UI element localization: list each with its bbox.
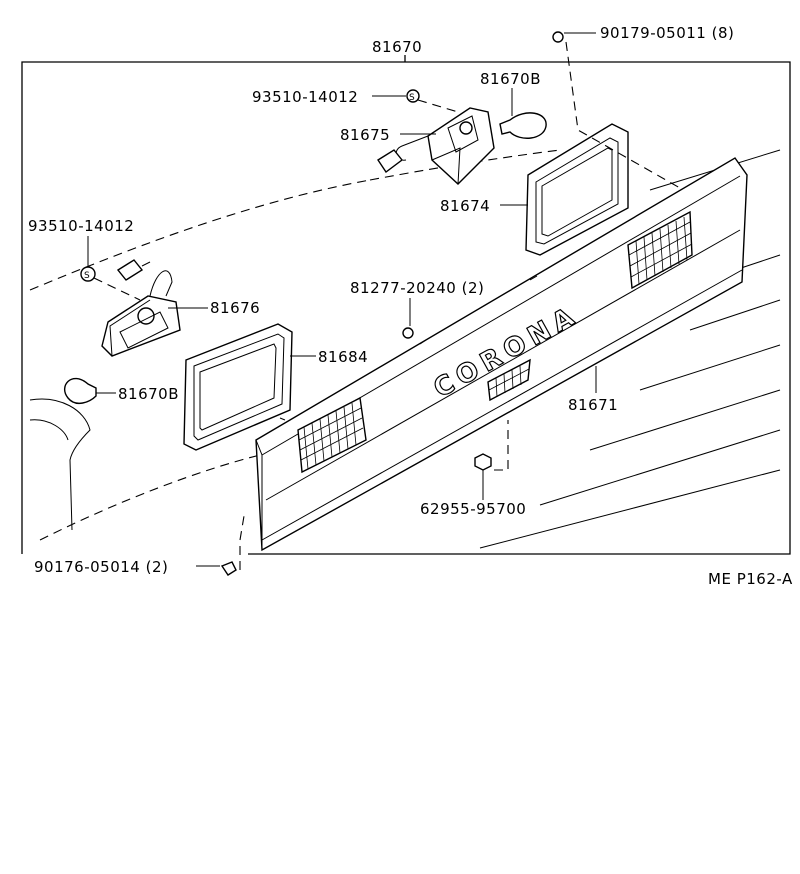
label-bulb-top: 81670B: [480, 70, 541, 88]
gasket-left: [183, 323, 293, 451]
screw: [196, 515, 245, 576]
plug-top: S: [372, 89, 459, 113]
mesh-left: [297, 396, 367, 474]
plug-top-symbol: S: [409, 93, 415, 103]
bulb-left: [63, 377, 116, 405]
label-assembly: 81670: [372, 38, 422, 56]
label-socket-left: 81676: [210, 299, 260, 317]
label-bolt-top: 90179-05011 (8): [600, 24, 734, 42]
label-plug-top: 93510-14012: [252, 88, 358, 106]
clip: [279, 275, 538, 421]
plug-left-symbol: S: [84, 271, 90, 281]
label-socket-top: 81675: [340, 126, 390, 144]
mesh-center: [487, 358, 531, 402]
bulb-top: [499, 88, 547, 139]
label-clip: 81277-20240 (2): [350, 279, 484, 297]
nut: [474, 420, 509, 500]
socket-top: [377, 107, 495, 185]
label-nut: 62955-95700: [420, 500, 526, 518]
plug-left: S: [80, 236, 141, 301]
assembly-bracket: [21, 55, 791, 555]
label-plug-left: 93510-14012: [28, 217, 134, 235]
label-bulb-left: 81670B: [118, 385, 179, 403]
gasket-right: [525, 123, 629, 256]
label-gasket-right: 81674: [440, 197, 490, 215]
label-screw: 90176-05014 (2): [34, 558, 168, 576]
label-garnish: 81671: [568, 396, 618, 414]
mesh-right: [627, 210, 693, 290]
socket-left: [101, 259, 181, 357]
label-gasket-left: 81684: [318, 348, 368, 366]
figure-code: ME P162-A: [708, 570, 793, 588]
bolt-top: [552, 31, 681, 189]
